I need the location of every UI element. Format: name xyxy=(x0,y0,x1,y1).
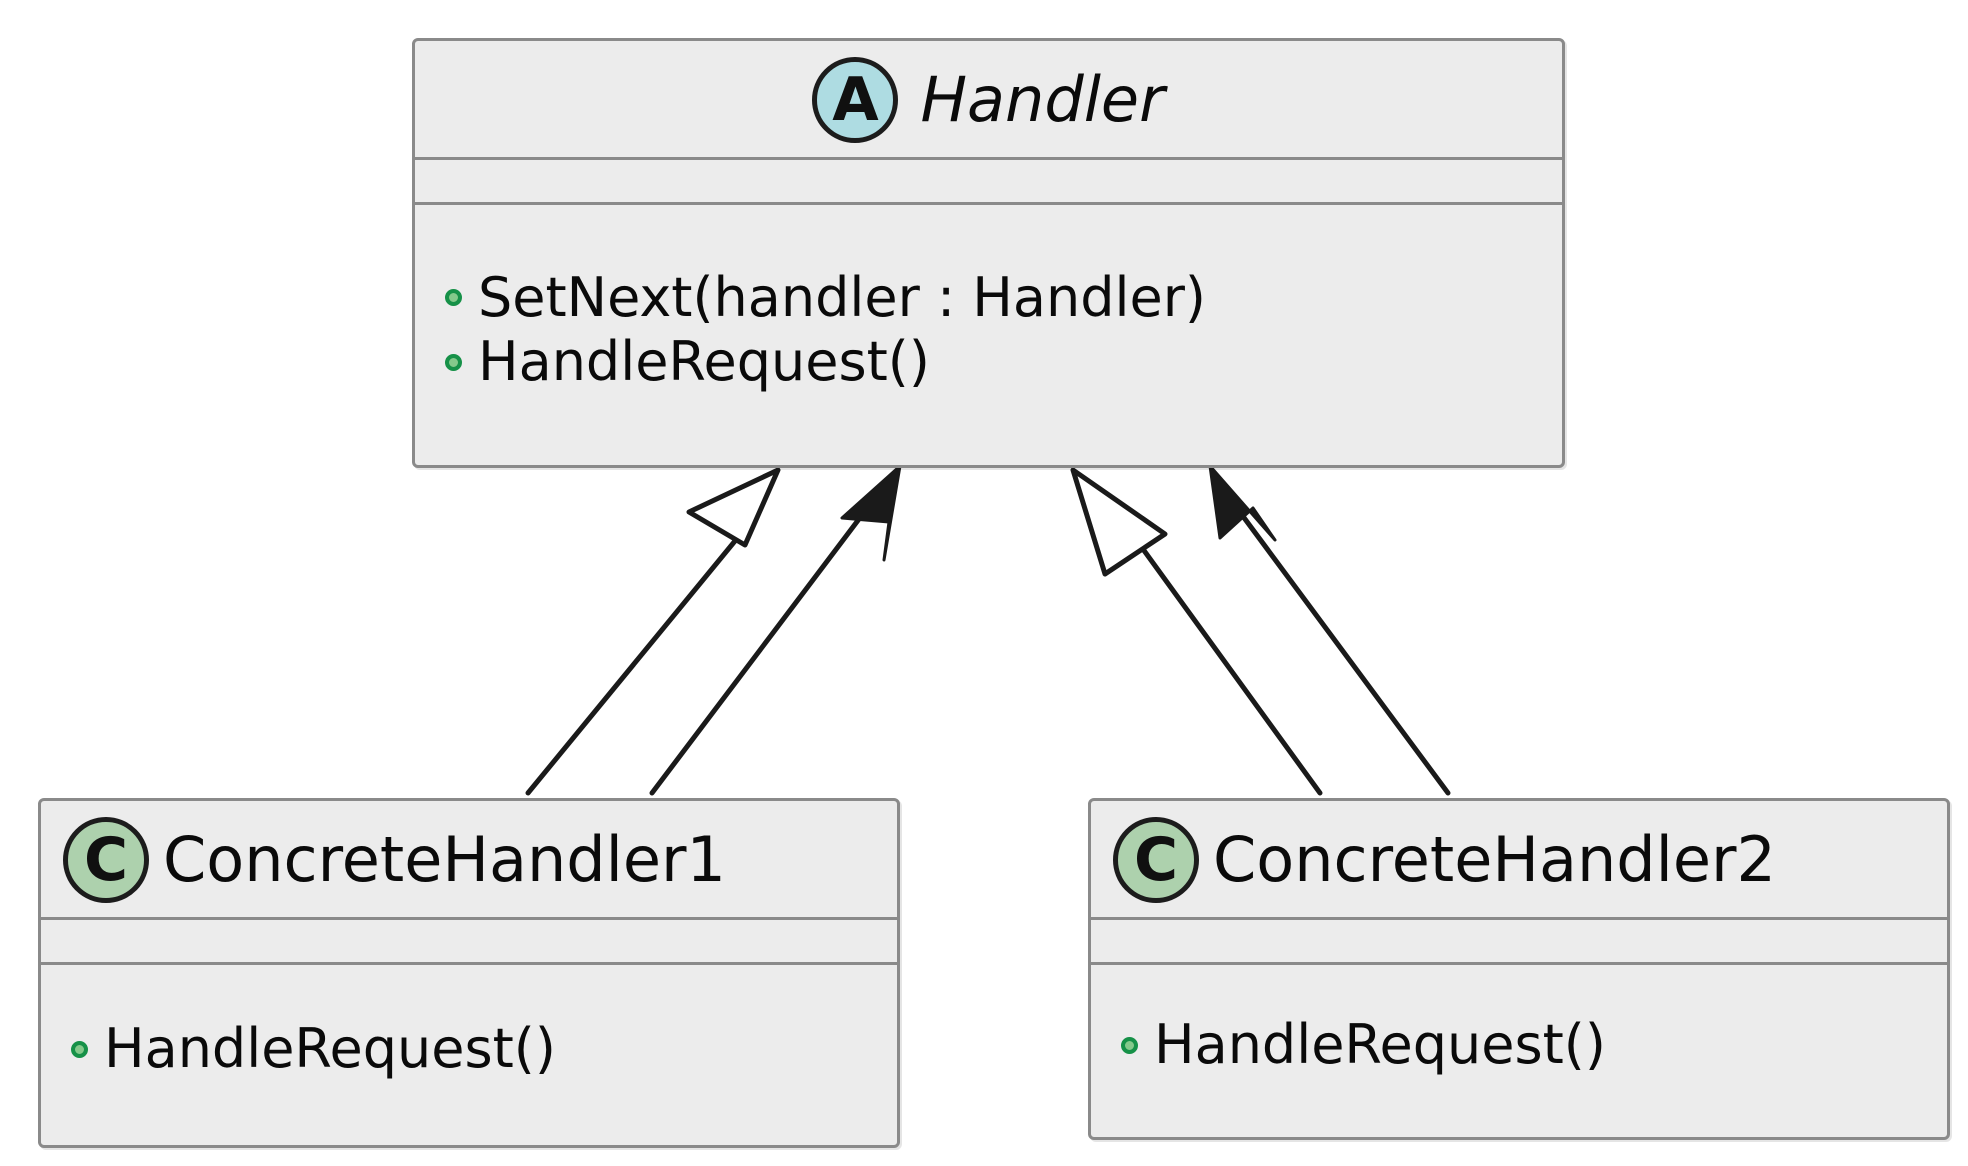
class-header-concretehandler2: C ConcreteHandler2 xyxy=(1091,801,1947,917)
methods-compartment-handler: SetNext(handler : Handler) HandleRequest… xyxy=(415,205,1562,465)
hollow-triangle-arrowhead-2 xyxy=(1070,467,1168,577)
class-name-concretehandler1: ConcreteHandler1 xyxy=(163,823,726,897)
class-box-handler[interactable]: A Handler SetNext(handler : Handler) Han… xyxy=(412,38,1565,468)
relationship-generalization-concretehandler2[interactable] xyxy=(1070,467,1323,796)
hollow-triangle-arrowhead-1 xyxy=(686,467,781,548)
generalization-line-1 xyxy=(525,527,747,796)
class-header-concretehandler1: C ConcreteHandler1 xyxy=(41,801,897,917)
relationship-generalization-concretehandler1[interactable] xyxy=(525,467,781,796)
methods-compartment-concretehandler2: HandleRequest() xyxy=(1091,965,1947,1137)
abstract-class-badge-icon: A xyxy=(812,57,899,143)
class-header-handler: A Handler xyxy=(415,41,1562,157)
relationship-association-concretehandler2[interactable] xyxy=(1208,464,1451,796)
compartment-separator-top-handler xyxy=(415,157,1562,160)
public-member-dot-icon xyxy=(1121,1036,1138,1054)
class-box-concretehandler2[interactable]: C ConcreteHandler2 HandleRequest() xyxy=(1088,798,1950,1140)
solid-arrowhead-2 xyxy=(1208,464,1277,542)
association-line-2 xyxy=(1219,485,1451,796)
class-name-handler: Handler xyxy=(920,63,1165,137)
public-member-dot-icon xyxy=(71,1040,88,1058)
concrete-class-badge-icon: C xyxy=(1113,817,1199,903)
compartment-separator-top-concretehandler1 xyxy=(41,917,897,920)
compartment-separator-top-concretehandler2 xyxy=(1091,917,1947,920)
methods-compartment-concretehandler1: HandleRequest() xyxy=(41,965,897,1145)
public-member-dot-icon xyxy=(445,289,462,307)
method-signature: HandleRequest() xyxy=(104,1016,556,1080)
compartment-separator-bottom-concretehandler1 xyxy=(41,962,897,965)
attributes-compartment-concretehandler2 xyxy=(1091,920,1947,962)
generalization-line-2 xyxy=(1137,542,1323,796)
attributes-compartment-handler xyxy=(415,160,1562,202)
compartment-separator-bottom-handler xyxy=(415,202,1562,205)
method-row[interactable]: HandleRequest() xyxy=(41,1017,897,1081)
class-box-concretehandler1[interactable]: C ConcreteHandler1 HandleRequest() xyxy=(38,798,900,1148)
relationship-association-concretehandler1[interactable] xyxy=(649,464,902,796)
association-line-1 xyxy=(649,475,893,796)
method-row[interactable]: HandleRequest() xyxy=(415,330,1562,394)
method-row[interactable]: HandleRequest() xyxy=(1091,1013,1947,1077)
class-name-concretehandler2: ConcreteHandler2 xyxy=(1213,823,1776,897)
attributes-compartment-concretehandler1 xyxy=(41,920,897,962)
compartment-separator-bottom-concretehandler2 xyxy=(1091,962,1947,965)
public-member-dot-icon xyxy=(445,353,462,371)
solid-arrowhead-1 xyxy=(840,464,902,562)
method-signature: SetNext(handler : Handler) xyxy=(478,265,1206,329)
concrete-class-badge-icon: C xyxy=(63,817,149,903)
method-row[interactable]: SetNext(handler : Handler) xyxy=(415,266,1562,330)
method-signature: HandleRequest() xyxy=(478,330,930,393)
method-signature: HandleRequest() xyxy=(1154,1012,1606,1076)
